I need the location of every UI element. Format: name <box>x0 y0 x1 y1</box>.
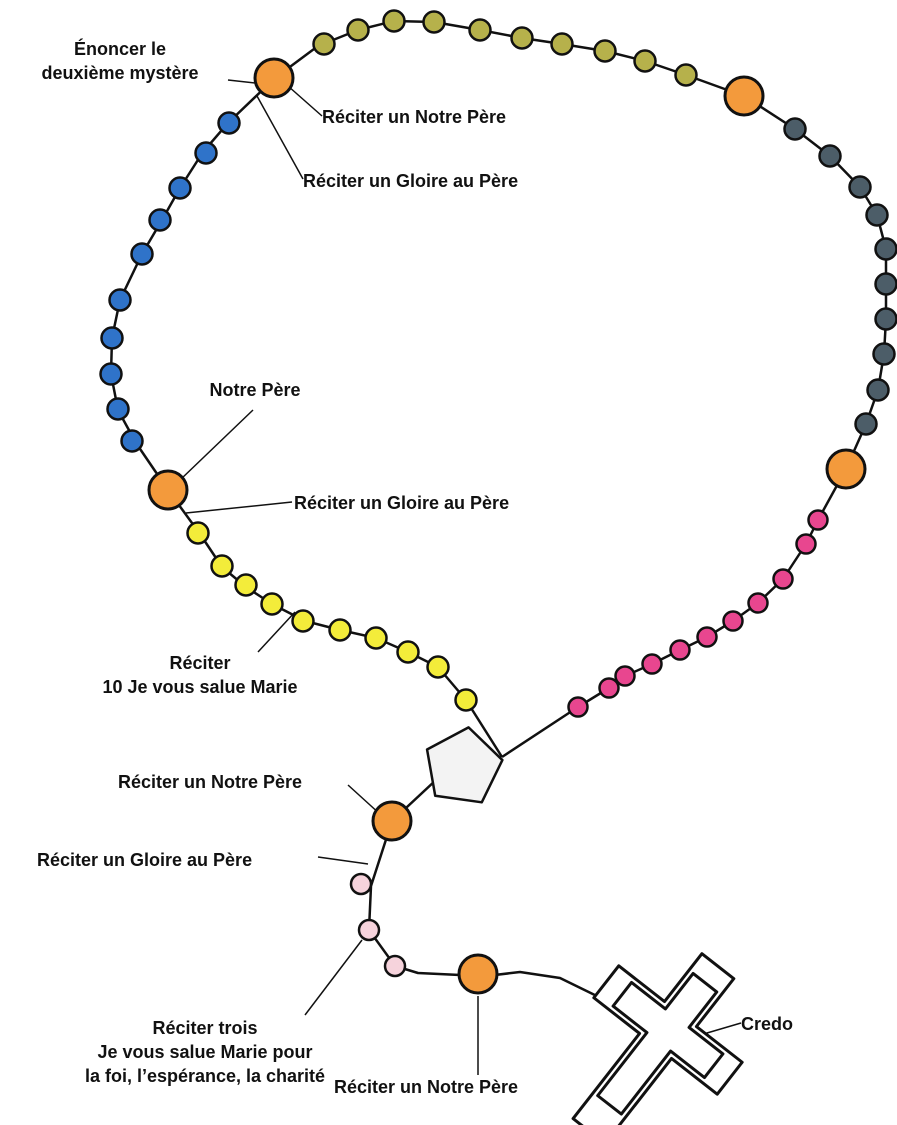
label-announce-mystery-line1: Énoncer le <box>73 39 167 59</box>
pointer-line <box>179 409 254 481</box>
hail-mary-bead <box>186 521 210 545</box>
hail-mary-bead <box>328 618 352 642</box>
hail-mary-bead <box>848 175 872 199</box>
rosary-beads <box>99 9 897 995</box>
hail-mary-bead <box>567 696 589 718</box>
hail-mary-bead <box>217 111 241 135</box>
pentagon-medal <box>425 726 504 804</box>
hail-mary-bead <box>722 610 744 632</box>
pointer-line <box>257 611 296 653</box>
pentagon-medal-icon <box>425 726 504 804</box>
our-father-bead <box>825 448 867 490</box>
hail-mary-bead <box>349 872 373 896</box>
hail-mary-bead <box>550 32 574 56</box>
our-father-bead <box>253 57 295 99</box>
hail-mary-bead <box>807 509 829 531</box>
label-three-hail-marys-line1: Réciter trois <box>152 1018 258 1038</box>
hail-mary-bead <box>669 639 691 661</box>
pointer-line <box>317 856 369 865</box>
pointer-line <box>256 95 304 180</box>
hail-mary-bead <box>633 49 657 73</box>
hail-mary-bead <box>783 117 807 141</box>
crucifix-shape <box>571 952 744 1125</box>
label-announce-mystery: Énoncer le deuxième mystère <box>10 37 230 85</box>
hail-mary-bead <box>510 26 534 50</box>
hail-mary-bead <box>234 573 258 597</box>
label-ten-hail-marys: Réciter 10 Je vous salue Marie <box>60 651 340 699</box>
hail-mary-bead <box>674 63 698 87</box>
hail-mary-bead <box>772 568 794 590</box>
hail-mary-bead <box>130 242 154 266</box>
hail-mary-bead <box>100 326 124 350</box>
our-father-bead <box>147 469 189 511</box>
hail-mary-bead <box>426 655 450 679</box>
pointer-lines <box>179 79 742 1075</box>
hail-mary-bead <box>99 362 123 386</box>
hail-mary-bead <box>291 609 315 633</box>
hail-mary-bead <box>795 533 817 555</box>
label-top-our-father: Réciter un Notre Père <box>322 107 507 127</box>
hail-mary-bead <box>454 688 478 712</box>
rosary-tail-string <box>367 751 606 1002</box>
our-father-bead <box>723 75 765 117</box>
hail-mary-bead <box>396 640 420 664</box>
hail-mary-bead <box>120 429 144 453</box>
label-lower-glory-be: Réciter un Gloire au Père <box>37 850 253 870</box>
hail-mary-bead <box>106 397 130 421</box>
hail-mary-bead <box>747 592 769 614</box>
hail-mary-bead <box>346 18 370 42</box>
label-mid-glory-be: Réciter un Gloire au Père <box>294 493 510 513</box>
hail-mary-bead <box>874 307 897 331</box>
label-top-glory-be: Réciter un Gloire au Père <box>303 171 519 191</box>
hail-mary-bead <box>872 342 896 366</box>
hail-mary-bead <box>874 237 897 261</box>
hail-mary-bead <box>383 954 407 978</box>
hail-mary-bead <box>874 272 897 296</box>
hail-mary-bead <box>148 208 172 232</box>
pointer-line <box>287 85 323 117</box>
label-three-hail-marys-line2: Je vous salue Marie pour <box>97 1042 313 1062</box>
hail-mary-bead <box>422 10 446 34</box>
hail-mary-bead <box>614 665 636 687</box>
hail-mary-bead <box>593 39 617 63</box>
hail-mary-bead <box>865 203 889 227</box>
label-ten-hail-marys-line2: 10 Je vous salue Marie <box>102 677 298 697</box>
hail-mary-bead <box>818 144 842 168</box>
label-bottom-our-father: Réciter un Notre Père <box>334 1077 519 1097</box>
hail-mary-bead <box>210 554 234 578</box>
label-credo: Credo <box>741 1014 794 1034</box>
hail-mary-bead <box>382 9 406 33</box>
crucifix-icon <box>571 952 744 1125</box>
hail-mary-bead <box>641 653 663 675</box>
label-announce-mystery-line2: deuxième mystère <box>41 63 199 83</box>
hail-mary-bead <box>357 918 381 942</box>
hail-mary-bead <box>598 677 620 699</box>
label-three-hail-marys: Réciter trois Je vous salue Marie pour l… <box>40 1016 370 1088</box>
hail-mary-bead <box>260 592 284 616</box>
hail-mary-bead <box>866 378 890 402</box>
label-three-hail-marys-line3: la foi, l’espérance, la charité <box>84 1066 326 1086</box>
hail-mary-bead <box>194 141 218 165</box>
our-father-bead <box>457 953 499 995</box>
hail-mary-bead <box>854 412 878 436</box>
hail-mary-bead <box>468 18 492 42</box>
label-lower-our-father: Réciter un Notre Père <box>118 772 303 792</box>
pointer-line <box>304 939 363 1016</box>
label-notre-pere: Notre Père <box>209 380 301 400</box>
our-father-bead <box>371 800 413 842</box>
label-ten-hail-marys-line1: Réciter <box>169 653 231 673</box>
crucifix-inner <box>596 971 725 1116</box>
hail-mary-bead <box>696 626 718 648</box>
pointer-line <box>185 501 293 514</box>
hail-mary-bead <box>312 32 336 56</box>
hail-mary-bead <box>168 176 192 200</box>
hail-mary-bead <box>364 626 388 650</box>
hail-mary-bead <box>108 288 132 312</box>
